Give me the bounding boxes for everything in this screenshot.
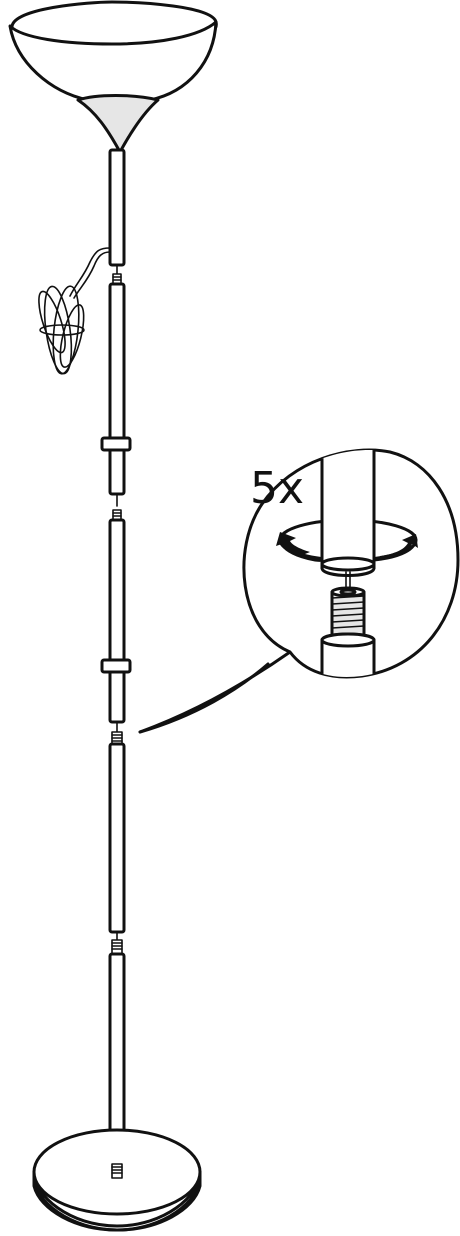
joint-3 — [111, 731, 123, 745]
detail-zoom-view — [278, 450, 418, 677]
detail-callout — [138, 448, 460, 734]
rotate-arrow-left-icon — [276, 532, 310, 556]
tube-segment-4 — [108, 742, 126, 941]
repeat-count-label: 5x — [250, 463, 304, 514]
top-tube — [108, 148, 126, 277]
joint-4 — [111, 939, 123, 955]
tube-segment-5 — [108, 952, 126, 1148]
rotate-arrow-right-icon — [380, 534, 418, 560]
thread-detail — [330, 586, 366, 638]
lamp-shade — [8, 0, 218, 154]
lamp-base — [32, 1128, 202, 1232]
tube-segment-3 — [100, 518, 132, 733]
power-cord — [38, 247, 111, 375]
tube-segment-2 — [100, 282, 132, 507]
